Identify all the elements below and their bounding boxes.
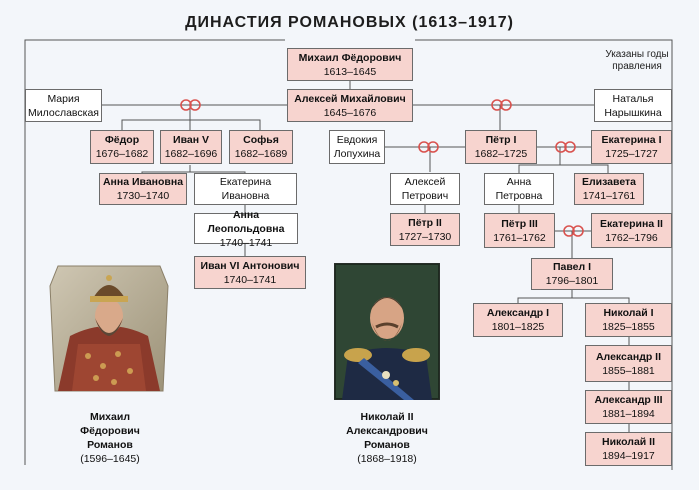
- person-sofya: Софья 1682–1689: [229, 130, 293, 164]
- person-alexander1: Александр I 1801–1825: [473, 303, 563, 337]
- person-anna-ivanovna: Анна Ивановна 1730–1740: [99, 173, 187, 205]
- person-alexander2: Александр II 1855–1881: [585, 345, 672, 382]
- person-elizaveta: Елизавета 1741–1761: [574, 173, 644, 205]
- person-pavel1: Павел I 1796–1801: [531, 258, 613, 290]
- person-alexei: Алексей Михайлович 1645–1676: [287, 89, 413, 122]
- person-maria: Мария Милославская: [25, 89, 102, 122]
- person-evdokia: Евдокия Лопухина: [329, 130, 385, 164]
- person-ivan6: Иван VI Антонович 1740–1741: [194, 256, 306, 289]
- chart-title: ДИНАСТИЯ РОМАНОВЫХ (1613–1917): [185, 14, 514, 31]
- person-natalya: Наталья Нарышкина: [594, 89, 672, 122]
- note-line-1: Указаны годы: [605, 49, 669, 60]
- marriage-rings: [180, 99, 584, 237]
- person-ivan5: Иван V 1682–1696: [160, 130, 222, 164]
- person-peter2: Пётр II 1727–1730: [390, 213, 460, 246]
- person-nikolai2: Николай II 1894–1917: [585, 432, 672, 466]
- person-mikhail: Михаил Фёдорович 1613–1645: [287, 48, 413, 81]
- person-anna-petrovna: Анна Петровна: [484, 173, 554, 205]
- note: Указаны годы правления: [592, 49, 682, 73]
- caption-mikhail: Михаил Фёдорович Романов (1596–1645): [80, 411, 140, 465]
- person-alexei-petrovich: Алексей Петрович: [390, 173, 460, 205]
- person-anna-leopoldovna: Анна Леопольдовна 1740–1741: [194, 209, 298, 249]
- person-peter1: Пётр I 1682–1725: [465, 130, 537, 164]
- portrait-nikolai2: [334, 263, 440, 400]
- person-fedor: Фёдор 1676–1682: [90, 130, 154, 164]
- person-ekaterina2: Екатерина II 1762–1796: [591, 213, 672, 248]
- person-peter3: Пётр III 1761–1762: [484, 213, 555, 248]
- person-alexander3: Александр III 1881–1894: [585, 390, 672, 424]
- portrait-mikhail: [49, 265, 169, 392]
- person-nikolai1: Николай I 1825–1855: [585, 303, 672, 337]
- caption-nikolai2: Николай II Александрович Романов (1868–1…: [346, 411, 428, 465]
- person-ekaterina1: Екатерина I 1725–1727: [591, 130, 672, 164]
- note-line-2: правления: [612, 61, 662, 72]
- person-ekaterina-ivanovna: Екатерина Ивановна: [194, 173, 297, 205]
